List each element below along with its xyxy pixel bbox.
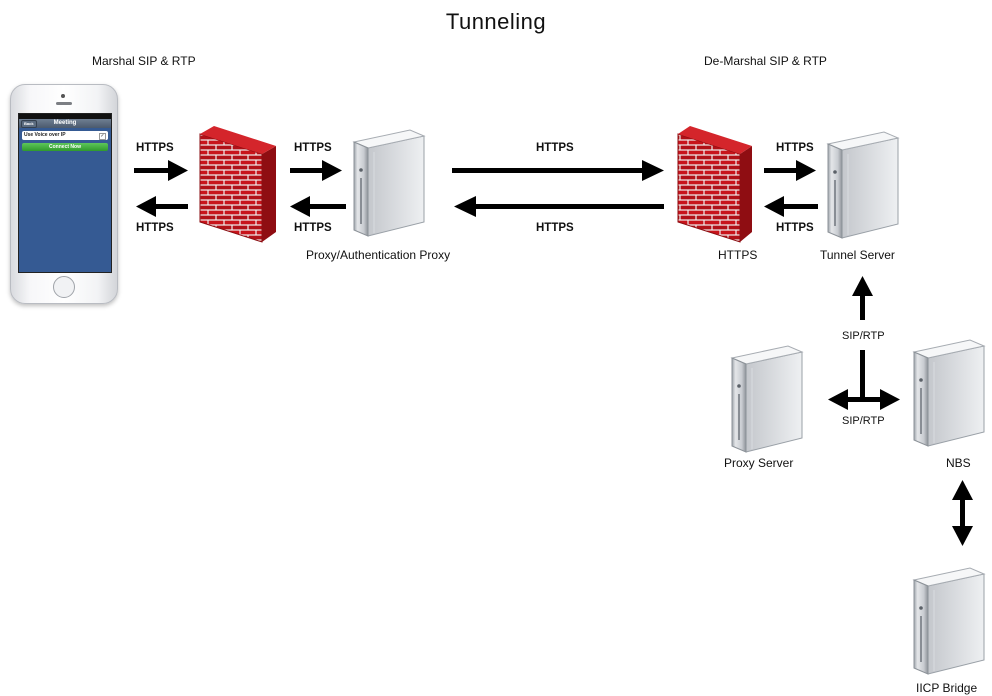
iicp-bridge-label: IICP Bridge (916, 681, 978, 695)
voip-toggle-row[interactable]: Use Voice over IP ✓ (22, 131, 108, 140)
arrow-head (136, 196, 156, 217)
tunnel-server-label: Tunnel Server (820, 248, 895, 262)
arrow-fw-tunnel-right (764, 168, 798, 173)
https-label: HTTPS (536, 142, 574, 154)
https-label: HTTPS (776, 142, 814, 154)
iphone-device: Back Meeting Use Voice over IP ✓ Connect… (10, 84, 118, 304)
arrow-phone-fw-right (134, 168, 170, 173)
marshal-label: Marshal SIP & RTP (92, 54, 196, 68)
proxy-server-icon (731, 345, 803, 453)
arrow-head (168, 160, 188, 181)
arrow-up-shaft (860, 294, 865, 320)
voip-toggle-label: Use Voice over IP (24, 132, 66, 138)
proxy-auth-server-icon (353, 129, 425, 237)
arrow-head (952, 480, 973, 500)
checkmark-icon[interactable]: ✓ (99, 133, 106, 140)
arrows (134, 160, 973, 546)
https-label: HTTPS (136, 142, 174, 154)
proxy-server-label: Proxy Server (724, 456, 794, 470)
arrow-head (322, 160, 342, 181)
speaker-grille (56, 102, 72, 105)
arrow-head (454, 196, 476, 217)
nbs-label: NBS (946, 456, 971, 470)
sip-rtp-label: SIP/RTP (842, 330, 885, 342)
firewall-right-label: HTTPS (718, 248, 758, 262)
https-label: HTTPS (776, 222, 814, 234)
arrow-head (642, 160, 664, 181)
connect-now-button[interactable]: Connect Now (22, 143, 108, 151)
arrow-head (828, 389, 848, 410)
arrow-vertical-shaft (960, 498, 965, 528)
phone-screen: Back Meeting Use Voice over IP ✓ Connect… (18, 113, 112, 273)
camera-icon (61, 94, 65, 98)
https-label: HTTPS (136, 222, 174, 234)
status-bar (19, 114, 111, 119)
phone-nav-bar: Back Meeting (19, 119, 111, 128)
arrow-head (796, 160, 816, 181)
arrow-horizontal-shaft (846, 397, 882, 402)
nbs-server-icon (913, 339, 985, 447)
arrow-head (290, 196, 310, 217)
iicp-bridge-server-icon (913, 567, 985, 675)
arrow-fw-proxy-right (290, 168, 324, 173)
firewall-left-icon (199, 126, 276, 243)
https-label: HTTPS (536, 222, 574, 234)
arrow-proxy-fw-left (310, 204, 346, 209)
arrow-fw-phone-left (156, 204, 188, 209)
page-title: Tunneling (445, 9, 547, 34)
sip-stem (860, 350, 865, 400)
demarshal-label: De-Marshal SIP & RTP (704, 54, 827, 68)
arrow-head (952, 526, 973, 546)
firewall-right-icon (677, 126, 752, 243)
arrow-head (852, 276, 873, 296)
sip-rtp-label: SIP/RTP (842, 415, 885, 427)
proxy-auth-label: Proxy/Authentication Proxy (306, 248, 451, 262)
arrow-long-left (476, 204, 664, 209)
https-label: HTTPS (294, 142, 332, 154)
arrow-head (764, 196, 784, 217)
phone-nav-title: Meeting (53, 120, 77, 126)
home-button[interactable] (53, 276, 75, 298)
tunnel-server-icon (827, 131, 899, 239)
arrow-head (880, 389, 900, 410)
https-label: HTTPS (294, 222, 332, 234)
back-button[interactable]: Back (21, 120, 37, 128)
arrow-tunnel-fw-left (784, 204, 818, 209)
arrow-long-right (452, 168, 644, 173)
